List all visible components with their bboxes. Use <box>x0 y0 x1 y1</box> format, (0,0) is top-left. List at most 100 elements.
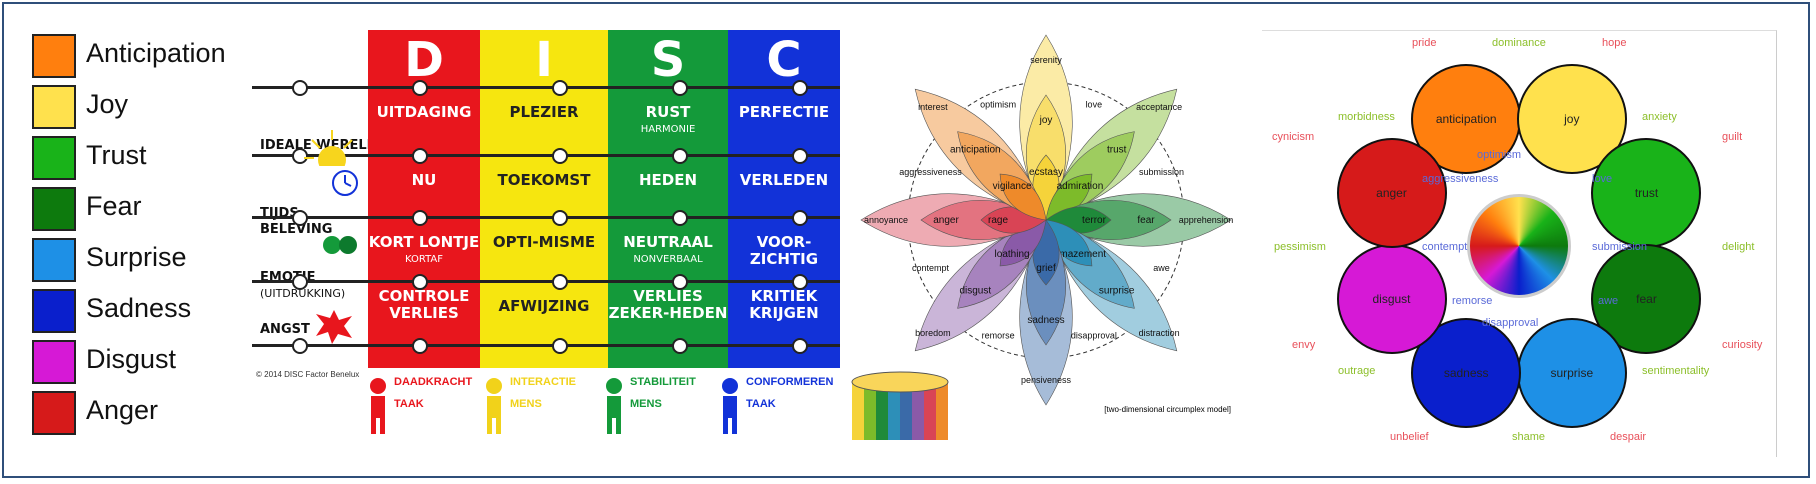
person-icon <box>718 376 742 440</box>
disc-cell-sub: KORTAF <box>404 254 444 265</box>
disc-cell: PERFECTIE <box>728 104 840 121</box>
wheel-label: rage <box>988 215 1008 226</box>
legend-label: Anger <box>86 395 159 425</box>
disc-cell-text: OPTI-MISME <box>492 233 596 251</box>
disc-cell: VOOR-ZICHTIG <box>728 234 840 268</box>
dyad-word: cynicism <box>1272 131 1315 143</box>
puzzle-knob <box>292 148 308 164</box>
puzzle-knob <box>672 274 688 290</box>
disc-cell: OPTI-MISME <box>480 234 608 251</box>
legend-swatch <box>32 34 76 78</box>
dyad-word: guilt <box>1722 131 1743 143</box>
wheel-petal-joy <box>1019 34 1073 221</box>
emotion-circle-trust: trust <box>1591 138 1702 249</box>
wheel-dyad-label: submission <box>1139 167 1184 177</box>
disc-cell: VERLIES ZEKER-HEDEN <box>608 288 728 322</box>
wheel-label: pensiveness <box>1021 375 1072 385</box>
disc-cell-text: UITDAGING <box>376 103 472 121</box>
disc-letter: D <box>404 32 444 88</box>
wheel-label: distraction <box>1139 328 1180 338</box>
wheel-label: sadness <box>1027 315 1064 326</box>
person-icon <box>366 376 390 440</box>
legend-item-fear: Fear <box>30 183 252 231</box>
legend-swatch <box>32 391 76 435</box>
wheel-label: amazement <box>1054 249 1106 260</box>
wheel-label: fear <box>1137 215 1155 226</box>
emotion-cone-icon <box>851 371 949 440</box>
puzzle-knob <box>672 148 688 164</box>
disc-cell: TOEKOMST <box>480 172 608 189</box>
puzzle-knob <box>292 338 308 354</box>
legend-swatch <box>32 289 76 333</box>
disc-cell: VERLEDEN <box>728 172 840 189</box>
puzzle-knob <box>412 274 428 290</box>
disc-row-label: ANGST <box>260 322 310 337</box>
burst-icon <box>314 308 354 349</box>
puzzle-knob <box>412 80 428 96</box>
dyad-word: despair <box>1610 431 1647 443</box>
legend-swatch <box>32 340 76 384</box>
disc-cell-text: NU <box>411 171 437 189</box>
dyad-word: dominance <box>1492 37 1546 49</box>
wheel-label: joy <box>1039 115 1053 126</box>
legend-label: Sadness <box>86 293 192 323</box>
wheel-label: anger <box>933 215 959 226</box>
puzzle-line <box>252 280 840 283</box>
puzzle-line <box>252 86 840 89</box>
puzzle-knob <box>552 338 568 354</box>
wheel-dyad-label: optimism <box>980 100 1016 110</box>
dyad-word: remorse <box>1452 295 1493 307</box>
disc-cell-text: RUST <box>645 103 691 121</box>
wheel-label: anticipation <box>950 144 1001 155</box>
emotion-circle-anger: anger <box>1336 138 1447 249</box>
puzzle-knob <box>672 338 688 354</box>
wheel-label: ecstasy <box>1029 167 1063 178</box>
dyad-word: anxiety <box>1642 111 1677 123</box>
disc-cell-text: VOOR-ZICHTIG <box>749 233 819 268</box>
disc-cell-sub: NONVERBAAL <box>633 254 703 265</box>
wheel-petal-anger <box>860 193 1047 247</box>
wheel-dyad-label: aggressiveness <box>899 167 962 177</box>
wheel-label: boredom <box>915 328 951 338</box>
wheel-petal-sadness <box>1019 219 1073 406</box>
legend-item-disgust: Disgust <box>30 336 252 384</box>
legend-item-anger: Anger <box>30 387 252 435</box>
legend-item-sadness: Sadness <box>30 285 252 333</box>
dyad-word: curiosity <box>1722 339 1763 351</box>
emotion-circle-disgust: disgust <box>1336 243 1447 354</box>
dyad-word: delight <box>1722 241 1755 253</box>
puzzle-knob <box>552 148 568 164</box>
dyad-word: sentimentality <box>1642 365 1710 377</box>
wheel-label: serenity <box>1030 55 1062 65</box>
emotion-circle-label: surprise <box>1550 366 1594 381</box>
dyad-word: hope <box>1602 37 1627 49</box>
disc-cell-text: KRITIEK KRIJGEN <box>749 287 819 322</box>
wheel-label: apprehension <box>1179 215 1234 225</box>
wheel-label: vigilance <box>993 181 1032 192</box>
disc-cell-text: TOEKOMST <box>497 171 591 189</box>
dyad-word: outrage <box>1338 365 1376 377</box>
wheel-label: disgust <box>959 286 991 297</box>
wheel-label: trust <box>1107 144 1127 155</box>
puzzle-knob <box>292 210 308 226</box>
emotion-circle-label: fear <box>1636 291 1657 306</box>
puzzle-knob <box>792 210 808 226</box>
legend-label: Fear <box>86 191 142 221</box>
disc-column-c: C PERFECTIE VERLEDEN VOOR-ZICHTIG KRITIEK KR… <box>728 30 840 368</box>
mini-emotion-wheel <box>1467 194 1571 298</box>
disc-cell: PLEZIER <box>480 104 608 121</box>
dyad-word: pessimism <box>1274 241 1326 253</box>
dyad-word: contempt <box>1422 241 1468 253</box>
wheel-petal-anticipation <box>914 88 1047 221</box>
puzzle-knob <box>672 80 688 96</box>
puzzle-line <box>252 344 840 347</box>
disc-letter: C <box>766 32 802 88</box>
puzzle-knob <box>292 274 308 290</box>
legend-swatch <box>32 238 76 282</box>
